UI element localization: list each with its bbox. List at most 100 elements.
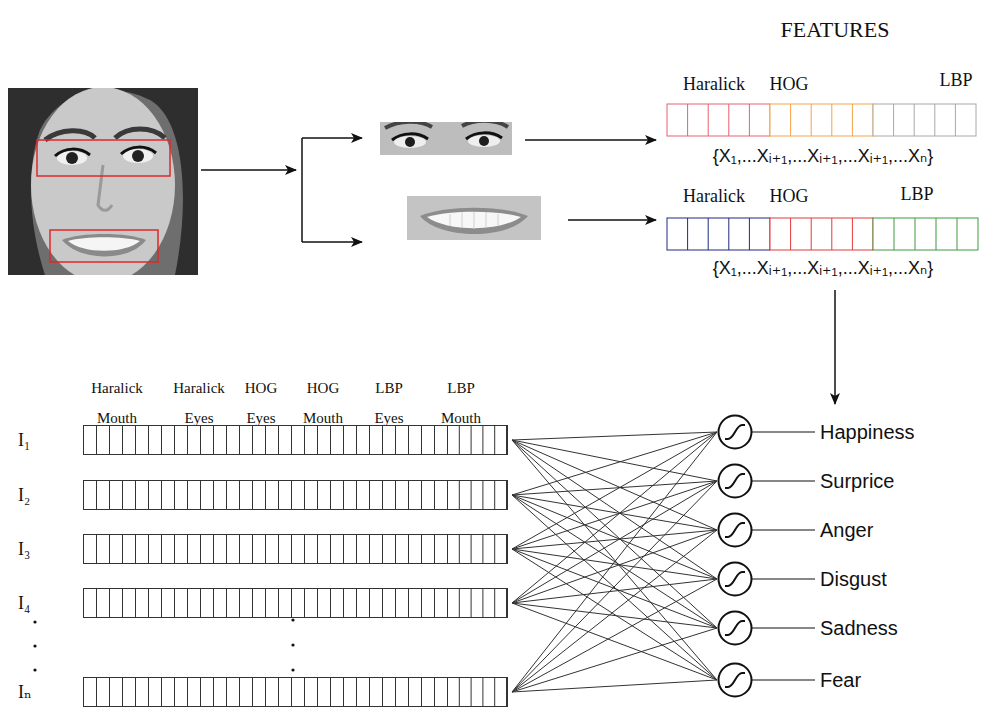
bar-cells — [97, 677, 507, 707]
feature-bar — [83, 480, 509, 510]
row-label: I₃ — [18, 539, 30, 560]
bar-cells — [97, 425, 507, 455]
neuron-circle — [719, 416, 752, 449]
sigmoid-unit — [717, 512, 817, 548]
bar-outline — [84, 589, 508, 618]
neuron-circle — [719, 664, 752, 697]
connection-line — [512, 432, 717, 495]
input-row: I₄ — [18, 588, 512, 618]
input-row: Iₙ — [18, 677, 512, 707]
vector-set: {X₁,...Xᵢ₊₁,...Xᵢ₊₁,...Xᵢ₊₁,...Xₙ} — [713, 145, 934, 167]
sigmoid-unit — [717, 610, 817, 646]
row-label: I₄ — [18, 593, 30, 614]
output-neuron: Surprice — [717, 463, 899, 499]
connection-line — [512, 481, 717, 495]
connection-line — [512, 603, 717, 680]
class-label: Anger — [820, 519, 873, 542]
mouth-crop — [407, 196, 541, 240]
connection-line — [512, 440, 717, 579]
connection-line — [512, 530, 717, 603]
column-header: LBP Eyes — [374, 373, 403, 433]
bar-cells — [97, 480, 507, 510]
output-line — [752, 578, 815, 579]
connection-line — [512, 481, 717, 692]
sigmoid-curve — [725, 425, 745, 439]
sigmoid-curve — [725, 621, 745, 635]
bar-cells — [97, 588, 507, 618]
sigmoid-unit — [717, 414, 817, 450]
output-line — [752, 679, 815, 680]
connection-line — [512, 680, 717, 692]
vector-set: {X₁,...Xᵢ₊₁,...Xᵢ₊₁,...Xᵢ₊₁,...Xₙ} — [713, 257, 934, 279]
sigmoid-curve — [725, 523, 745, 537]
connection-line — [512, 432, 717, 603]
connection-line — [512, 603, 717, 628]
feature-name: Haralick — [683, 186, 745, 207]
connection-line — [512, 579, 717, 603]
neuron-circle — [719, 612, 752, 645]
feature-name: HOG — [770, 186, 809, 207]
connection-line — [512, 530, 717, 692]
output-neuron: Fear — [717, 662, 866, 698]
connection-line — [512, 579, 717, 692]
connection-line — [512, 628, 717, 692]
bar-outline — [84, 678, 508, 707]
class-label: Sadness — [820, 617, 898, 640]
output-neuron: Sadness — [717, 610, 902, 646]
connection-line — [512, 440, 717, 530]
feature-name: HOG — [770, 74, 809, 95]
connection-line — [512, 549, 717, 628]
column-header: Haralick Mouth — [91, 373, 143, 433]
output-neuron: Happiness — [717, 414, 919, 450]
sigmoid-unit — [717, 463, 817, 499]
neuron-circle — [719, 563, 752, 596]
input-row: I₁ — [18, 425, 512, 455]
class-label: Happiness — [820, 421, 915, 444]
feature-name: Haralick — [683, 74, 745, 95]
input-row: I₂ — [18, 480, 512, 510]
bar-cells — [97, 534, 507, 564]
bar-outline — [84, 481, 508, 510]
connection-line — [512, 432, 717, 692]
output-neuron: Anger — [717, 512, 878, 548]
column-header: LBP Mouth — [441, 373, 481, 433]
output-neuron: Disgust — [717, 561, 891, 597]
sigmoid-unit — [717, 662, 817, 698]
sigmoid-unit — [717, 561, 817, 597]
class-label: Fear — [820, 669, 861, 692]
diagram-title: FEATURES — [781, 17, 890, 43]
connection-line — [512, 481, 717, 549]
eyes-crop — [380, 122, 512, 155]
neuron-circle — [719, 465, 752, 498]
feature-vector — [667, 218, 978, 250]
connection-line — [512, 549, 717, 579]
column-header: HOG Mouth — [303, 373, 343, 433]
column-header: HOG Eyes — [245, 373, 278, 433]
column-header: Haralick Eyes — [173, 373, 225, 433]
output-line — [752, 529, 815, 530]
output-line — [752, 431, 815, 432]
feature-bar — [83, 425, 509, 455]
feature-name: LBP — [939, 70, 972, 91]
connection-line — [512, 440, 717, 628]
sigmoid-curve — [725, 572, 745, 586]
sigmoid-curve — [725, 673, 745, 687]
connection-line — [512, 432, 717, 549]
neuron-circle — [719, 514, 752, 547]
class-label: Disgust — [820, 568, 887, 591]
connection-line — [512, 432, 717, 440]
bar-outline — [84, 426, 508, 455]
feature-bar — [83, 534, 509, 564]
class-label: Surprice — [820, 470, 894, 493]
connection-line — [512, 530, 717, 549]
face-photo — [8, 88, 198, 275]
output-line — [752, 480, 815, 481]
row-label: Iₙ — [18, 681, 32, 703]
sigmoid-curve — [725, 474, 745, 488]
connection-line — [512, 481, 717, 603]
feature-bar — [83, 588, 509, 618]
bar-outline — [84, 535, 508, 564]
input-row: I₃ — [18, 534, 512, 564]
ellipsis-dots — [33, 618, 294, 671]
